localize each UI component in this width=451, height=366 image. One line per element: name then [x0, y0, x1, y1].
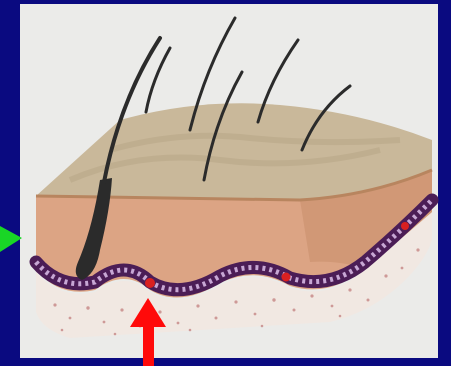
skin-illustration: [20, 4, 438, 358]
melanocyte: [401, 222, 409, 230]
melanocyte: [282, 273, 291, 282]
melanocyte: [145, 278, 155, 288]
